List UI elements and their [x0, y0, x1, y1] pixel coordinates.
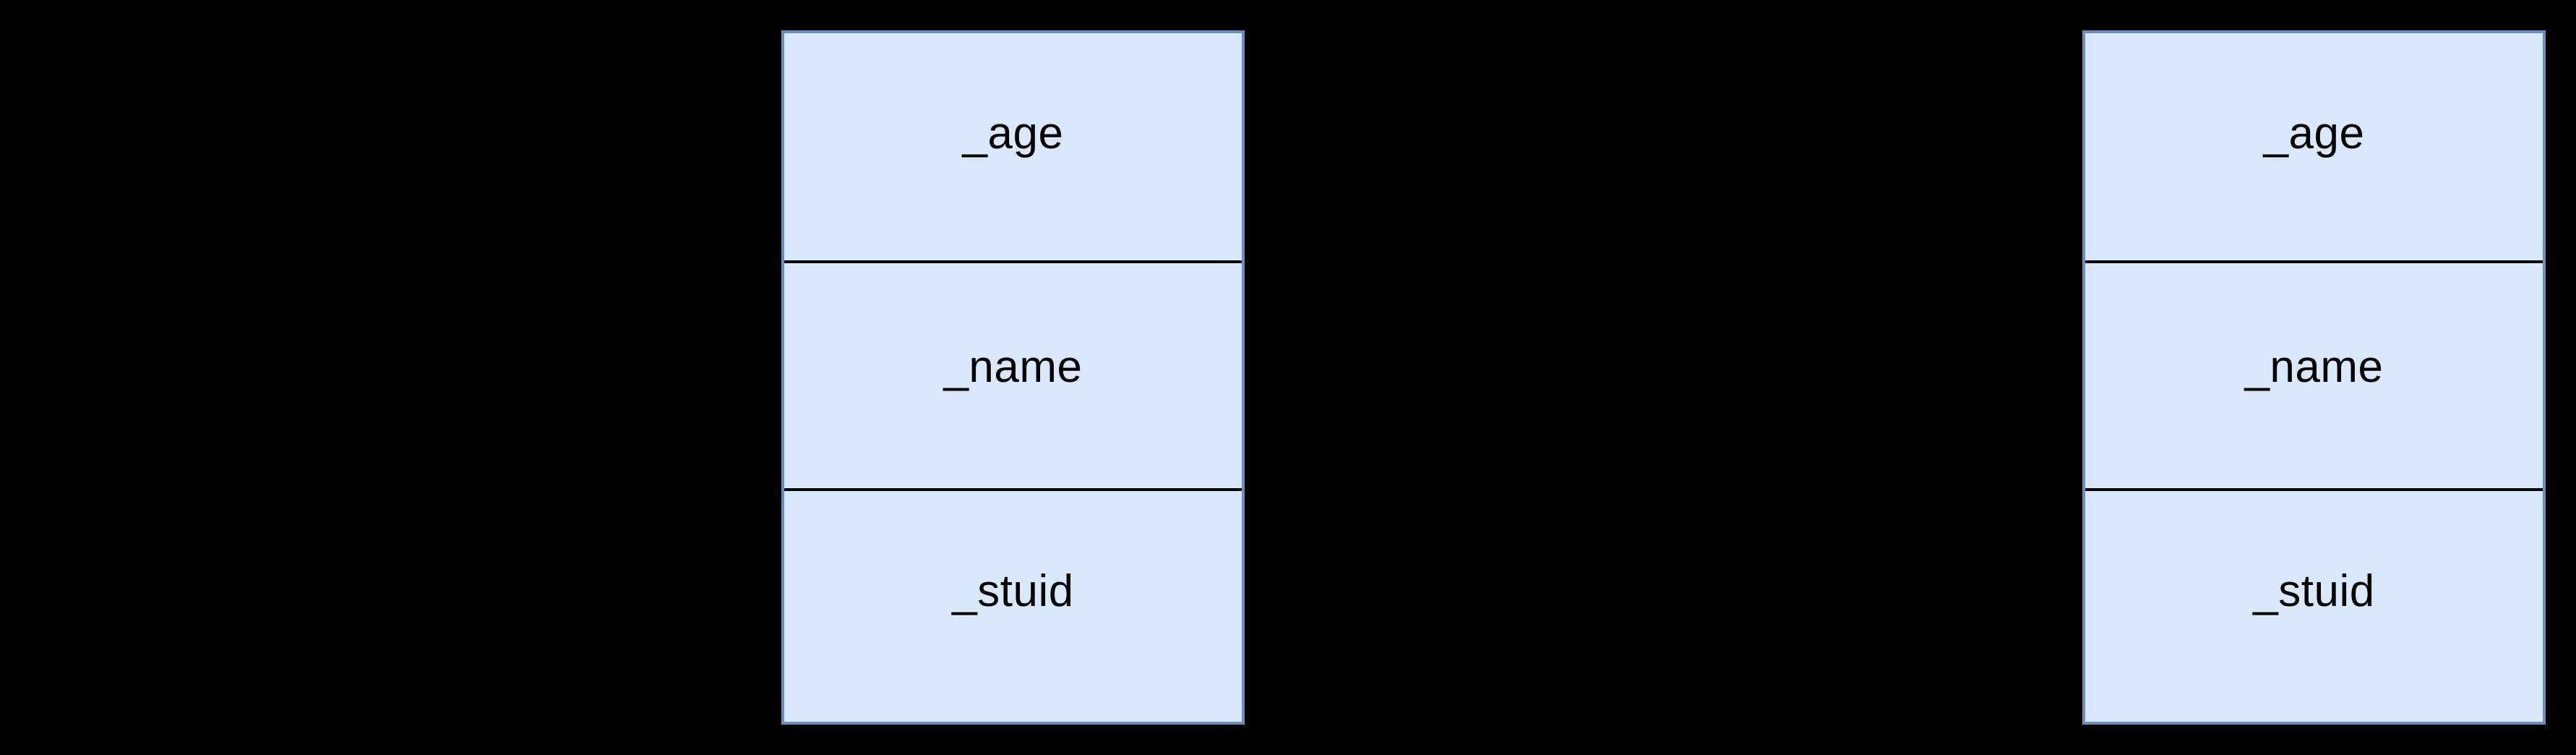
- entity-box-left[interactable]: _age _name _stuid: [781, 30, 1245, 725]
- entity-row-label: _stuid: [952, 566, 1074, 617]
- entity-box-right[interactable]: _age _name _stuid: [2082, 30, 2546, 725]
- entity-row-label: _name: [2244, 341, 2384, 392]
- entity-row-age[interactable]: _age: [2085, 33, 2543, 264]
- entity-row-label: _stuid: [2253, 566, 2375, 617]
- entity-row-label: _age: [2263, 108, 2365, 159]
- entity-row-name[interactable]: _name: [784, 263, 1242, 491]
- entity-row-stuid[interactable]: _stuid: [784, 491, 1242, 722]
- entity-row-name[interactable]: _name: [2085, 263, 2543, 491]
- entity-row-label: _age: [962, 108, 1064, 159]
- entity-row-age[interactable]: _age: [784, 33, 1242, 264]
- entity-row-label: _name: [943, 341, 1083, 392]
- entity-row-stuid[interactable]: _stuid: [2085, 491, 2543, 722]
